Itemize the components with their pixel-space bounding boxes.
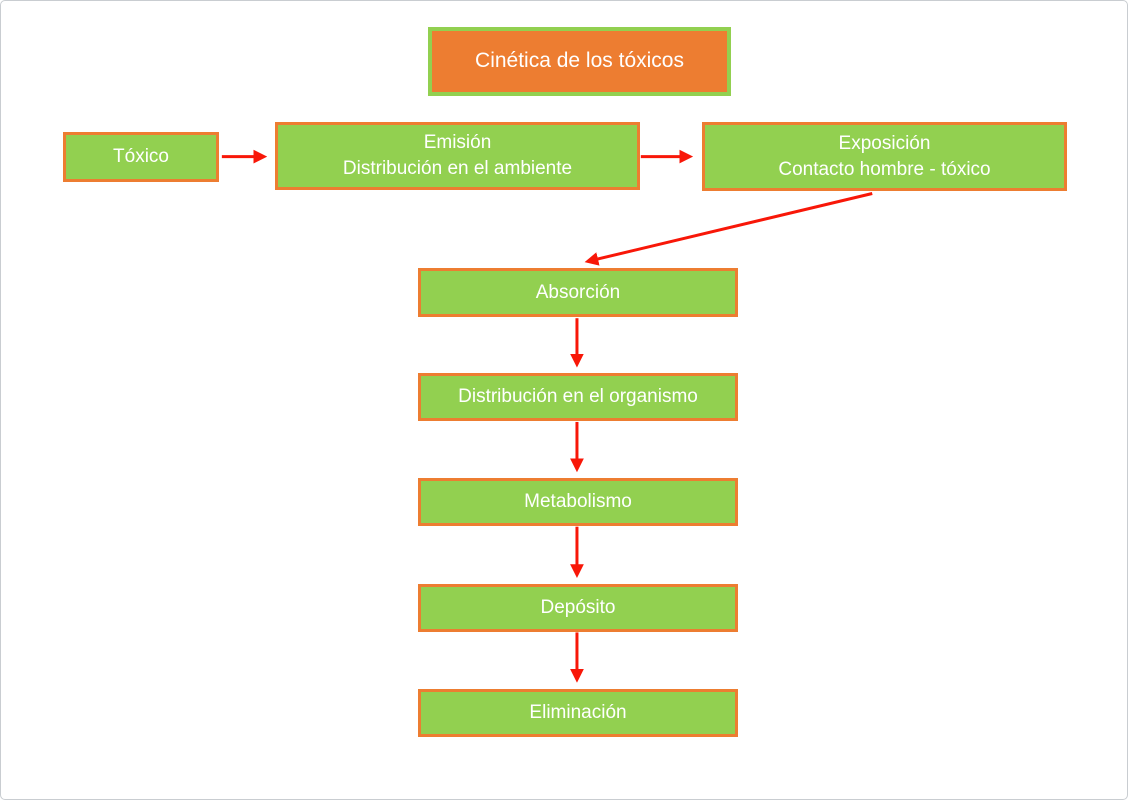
title-label: Cinética de los tóxicos <box>475 49 684 73</box>
node-emision: Emisión Distribución en el ambiente <box>275 122 640 190</box>
node-label-line2: Contacto hombre - tóxico <box>778 158 991 180</box>
node-eliminacion: Eliminación <box>418 689 738 737</box>
node-label: Depósito <box>540 597 616 619</box>
node-exposicion: Exposición Contacto hombre - tóxico <box>702 122 1067 191</box>
node-title: Cinética de los tóxicos <box>428 27 731 96</box>
node-label-line1: Exposición <box>838 132 931 154</box>
node-label: Tóxico <box>113 146 169 168</box>
node-distribucion-organismo: Distribución en el organismo <box>418 373 738 421</box>
arrow-exposicion-absorcion <box>584 192 873 266</box>
node-deposito: Depósito <box>418 584 738 632</box>
node-label: Eliminación <box>529 702 627 724</box>
node-absorcion: Absorción <box>418 268 738 317</box>
node-metabolismo: Metabolismo <box>418 478 738 526</box>
node-label: Distribución en el organismo <box>458 386 698 408</box>
node-label-line2: Distribución en el ambiente <box>342 158 573 180</box>
node-label-line1: Emisión <box>423 132 492 154</box>
node-label: Absorción <box>535 281 621 303</box>
node-toxico: Tóxico <box>63 132 219 182</box>
node-label: Metabolismo <box>524 491 632 513</box>
